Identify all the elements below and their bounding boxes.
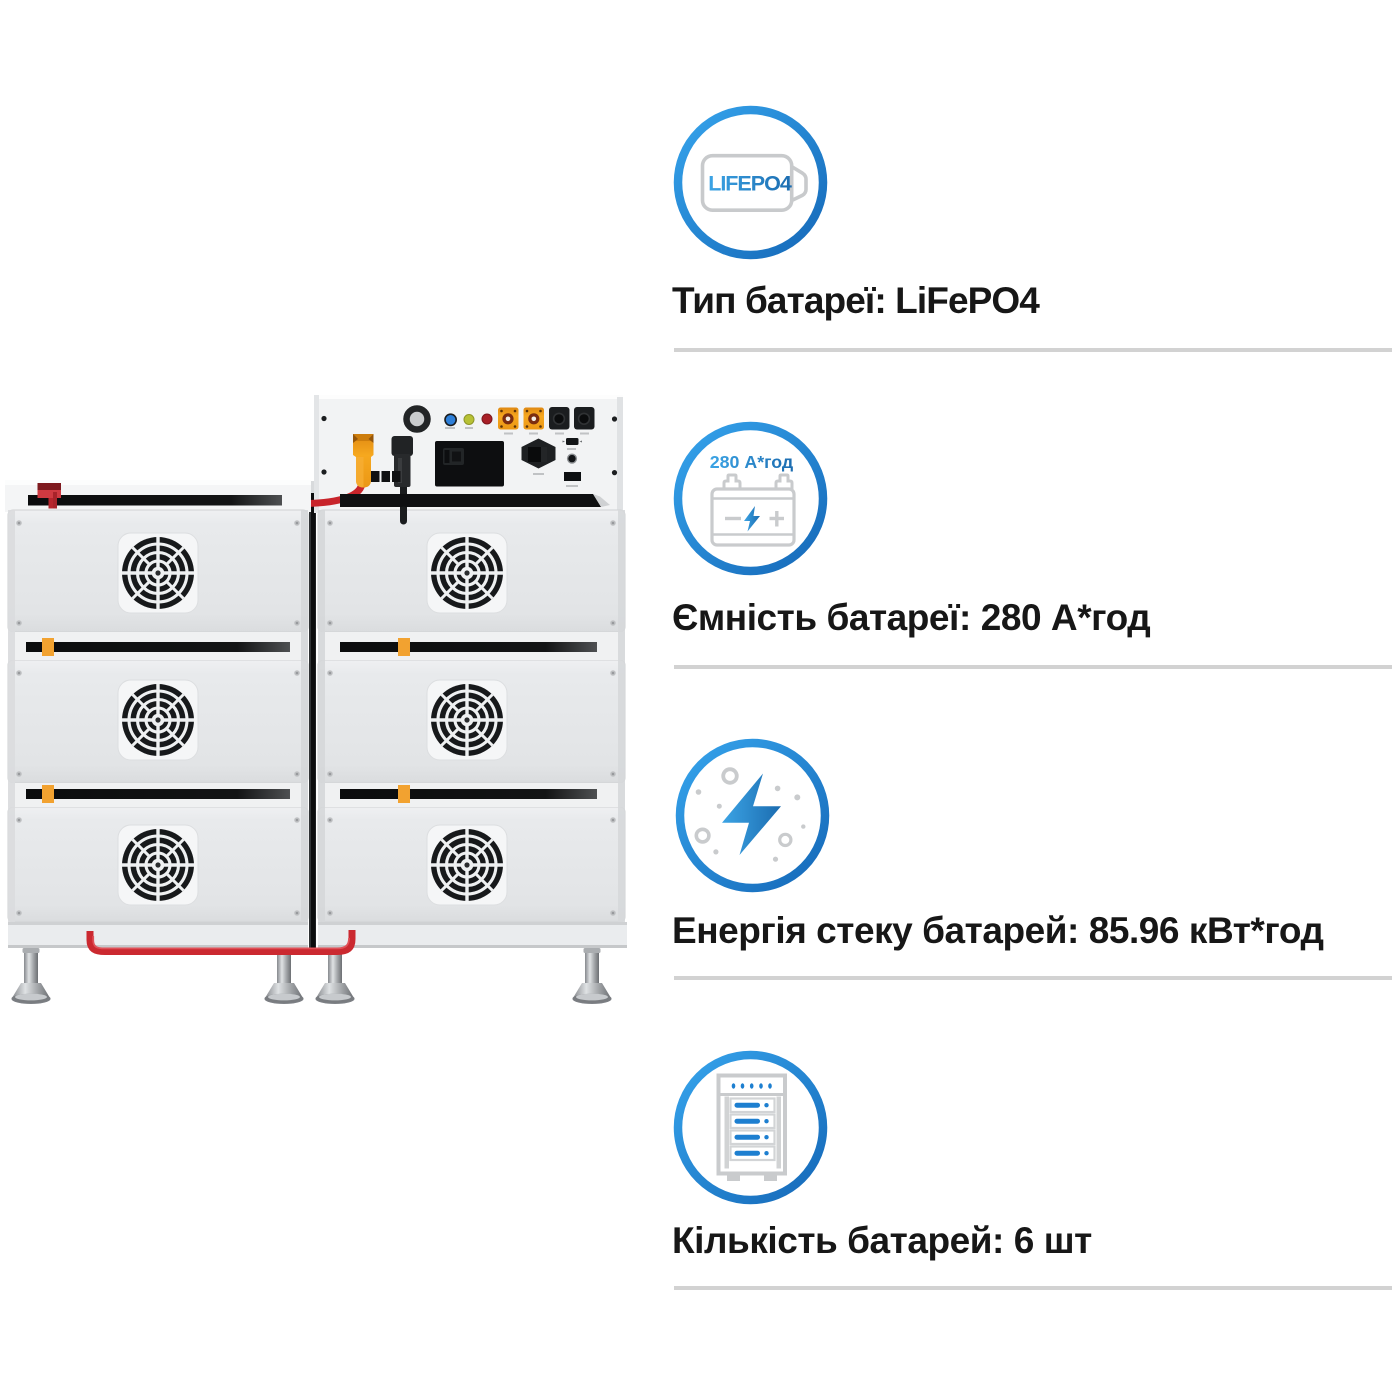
svg-text:LIFEPO4: LIFEPO4	[708, 172, 792, 196]
svg-text:280 А*год: 280 А*год	[710, 452, 793, 472]
